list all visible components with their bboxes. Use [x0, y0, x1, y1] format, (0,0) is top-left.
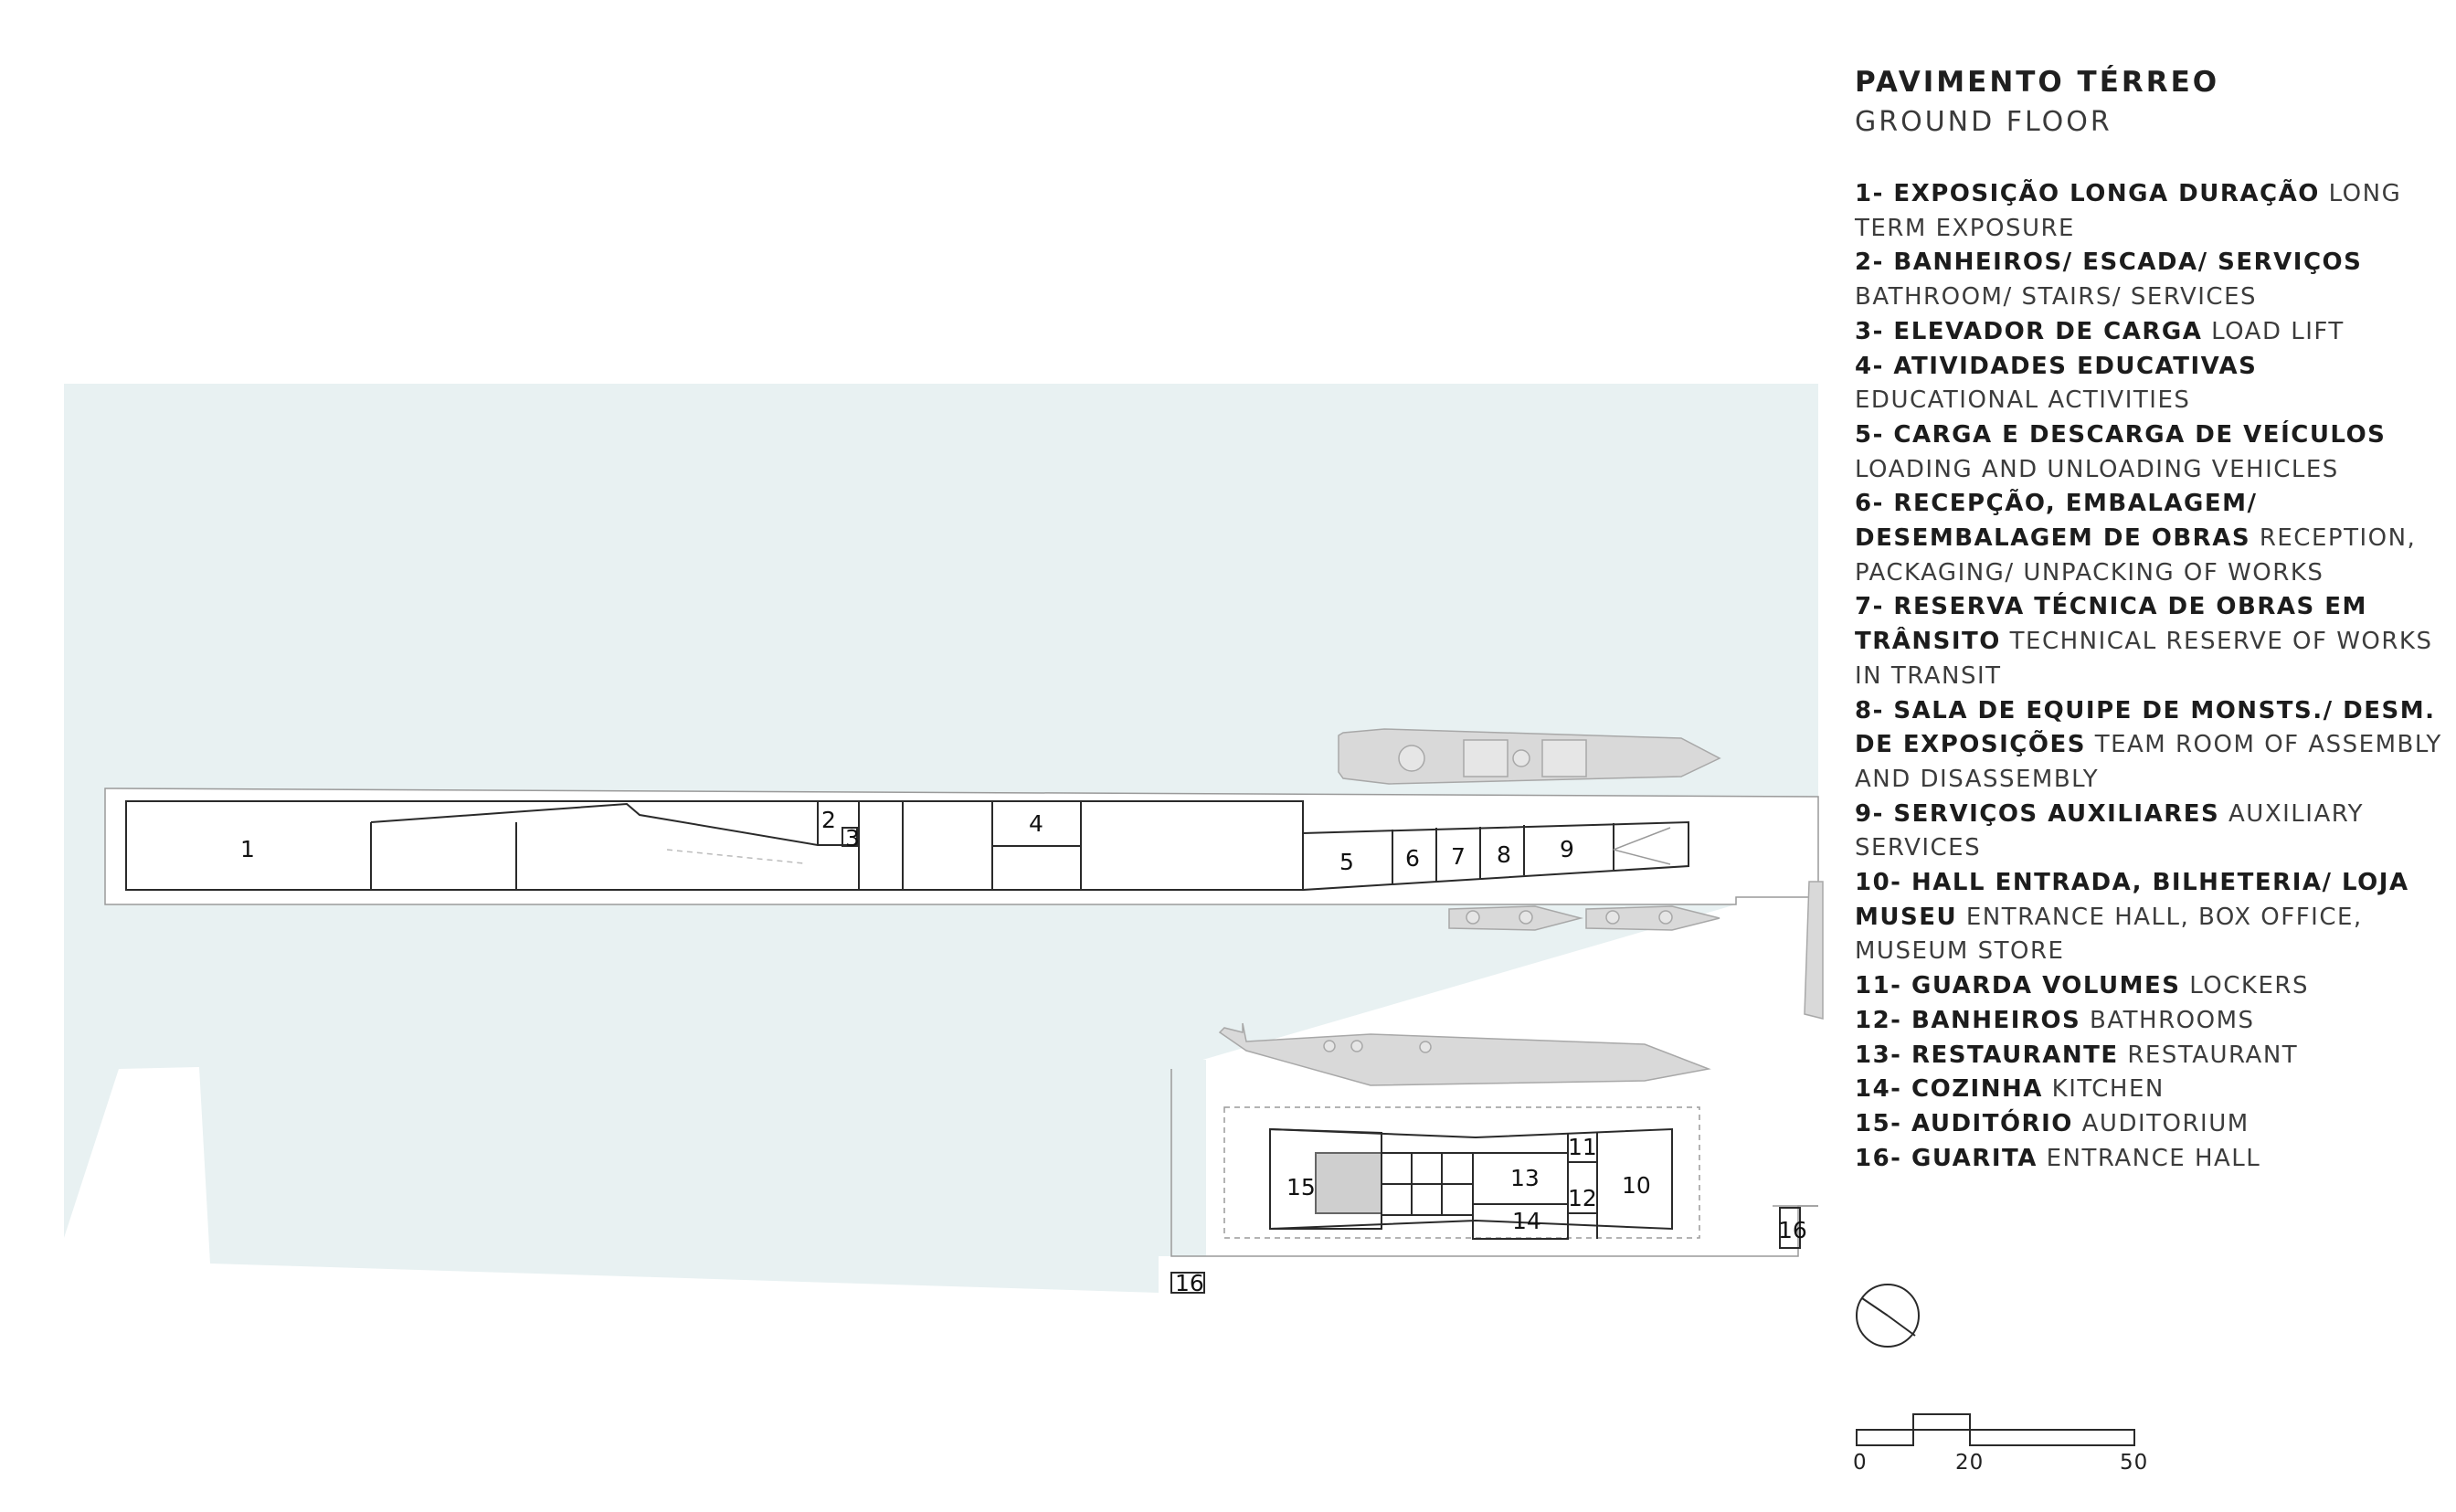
label-16-left: 16	[1175, 1270, 1204, 1296]
legend-item-en: LOAD LIFT	[2211, 317, 2345, 345]
room-labels: 1 2 3 4 5 6 7 8 9 10 11 12 13 14 15 16 1…	[240, 807, 1807, 1296]
legend-item-pt: 3- ELEVADOR DE CARGA	[1855, 317, 2203, 345]
label-12: 12	[1568, 1185, 1597, 1211]
lower-building	[1170, 1127, 1801, 1294]
legend-item-en: RECEPTION, PACKAGING/ UNPACKING OF WORKS	[1855, 524, 2417, 587]
legend-item-en: ENTRANCE HALL	[2046, 1144, 2261, 1172]
legend-item-pt: 9- SERVIÇOS AUXILIARES	[1855, 799, 2220, 828]
legend-item: 11- GUARDA VOLUMES LOCKERS	[1855, 969, 2449, 1004]
ship-large	[1338, 728, 1721, 785]
legend-item-en: LOADING AND UNLOADING VEHICLES	[1855, 455, 2339, 483]
legend-item: 3- ELEVADOR DE CARGA LOAD LIFT	[1855, 315, 2449, 350]
legend-item-pt: 1- EXPOSIÇÃO LONGA DURAÇÃO	[1855, 180, 2320, 207]
legend-item: 2- BANHEIROS/ ESCADA/ SERVIÇOS BATHROOM/…	[1855, 246, 2449, 314]
legend-item: 15- AUDITÓRIO AUDITORIUM	[1855, 1107, 2449, 1142]
legend-item-pt: 2- BANHEIROS/ ESCADA/ SERVIÇOS	[1855, 248, 2363, 277]
legend-item-pt: 13- RESTAURANTE	[1855, 1041, 2119, 1069]
label-2: 2	[821, 807, 836, 833]
legend-item-en: TEAM ROOM OF ASSEMBLY AND DISASSEMBLY	[1855, 731, 2442, 793]
legend-item: 8- SALA DE EQUIPE DE MONSTS./ DESM. DE E…	[1855, 694, 2449, 798]
legend-item-pt: 15- AUDITÓRIO	[1855, 1109, 2073, 1137]
label-1: 1	[240, 836, 255, 862]
legend-item: 16- GUARITA ENTRANCE HALL	[1855, 1142, 2449, 1177]
label-11: 11	[1568, 1134, 1597, 1160]
label-14: 14	[1512, 1208, 1541, 1234]
label-6: 6	[1405, 845, 1420, 872]
label-7: 7	[1451, 843, 1466, 870]
label-15: 15	[1286, 1174, 1316, 1200]
legend-item-en: BATHROOM/ STAIRS/ SERVICES	[1855, 283, 2258, 312]
main-building	[125, 800, 1689, 892]
legend-item-en: LOCKERS	[2189, 972, 2309, 1000]
legend-item-pt: 8- SALA DE EQUIPE DE MONSTS./ DESM. DE E…	[1855, 696, 2436, 759]
small-boat-1	[1448, 905, 1583, 931]
legend-item: 5- CARGA E DESCARGA DE VEÍCULOS LOADING …	[1855, 418, 2449, 487]
legend-item-pt: 10- HALL ENTRADA, BILHETERIA/ LOJA MUSEU	[1855, 869, 2409, 931]
scale-label-0: 0	[1853, 1451, 1868, 1475]
scale-label-20: 20	[1955, 1451, 1985, 1475]
legend-item: 13- RESTAURANTE RESTAURANT	[1855, 1039, 2449, 1073]
legend-item-en: LONG TERM EXPOSURE	[1855, 180, 2402, 242]
label-10: 10	[1622, 1172, 1651, 1199]
legend-item-pt: 14- COZINHA	[1855, 1075, 2043, 1104]
small-boat-2	[1585, 905, 1720, 931]
legend-item-pt: 16- GUARITA	[1855, 1144, 2038, 1172]
legend-item-en: KITCHEN	[2051, 1075, 2165, 1104]
legend-item: 10- HALL ENTRADA, BILHETERIA/ LOJA MUSEU…	[1855, 866, 2449, 969]
legend-item: 1- EXPOSIÇÃO LONGA DURAÇÃO LONG TERM EXP…	[1855, 177, 2449, 246]
scale-bar	[1856, 1413, 2135, 1446]
legend-item-pt: 6- RECEPÇÃO, EMBALAGEM/ DESEMBALAGEM DE …	[1855, 490, 2258, 553]
pier-outline	[104, 788, 1819, 905]
plan-subtitle: GROUND FLOOR	[1855, 106, 2112, 138]
label-9: 9	[1560, 836, 1574, 862]
legend-item-pt: 12- BANHEIROS	[1855, 1006, 2081, 1034]
legend-panel: PAVIMENTO TÉRREO GROUND FLOOR 1- EXPOSIÇ…	[1855, 62, 2449, 1176]
legend-list: 1- EXPOSIÇÃO LONGA DURAÇÃO LONG TERM EXP…	[1855, 177, 2449, 1176]
legend-item-en: AUDITORIUM	[2081, 1109, 2250, 1137]
legend-item-pt: 11- GUARDA VOLUMES	[1855, 972, 2181, 1000]
lower-quay	[1170, 881, 1824, 1257]
legend-item-en: RESTAURANT	[2127, 1041, 2299, 1069]
legend-item: 12- BANHEIROS BATHROOMS	[1855, 1004, 2449, 1039]
legend-item-pt: 4- ATIVIDADES EDUCATIVAS	[1855, 352, 2258, 380]
label-5: 5	[1339, 849, 1354, 875]
legend-item: 4- ATIVIDADES EDUCATIVAS EDUCATIONAL ACT…	[1855, 350, 2449, 418]
north-arrow	[1856, 1284, 1920, 1348]
label-3: 3	[845, 825, 860, 851]
legend-item-en: TECHNICAL RESERVE OF WORKS IN TRANSIT	[1855, 628, 2433, 690]
legend-item: 14- COZINHA KITCHEN	[1855, 1073, 2449, 1107]
legend-item: 7- RESERVA TÉCNICA DE OBRAS EM TRÂNSITO …	[1855, 590, 2449, 693]
label-8: 8	[1497, 841, 1511, 868]
plan-title: PAVIMENTO TÉRREO	[1855, 66, 2220, 99]
legend-item-pt: 5- CARGA E DESCARGA DE VEÍCULOS	[1855, 420, 2387, 449]
legend-item: 9- SERVIÇOS AUXILIARES AUXILIARY SERVICE…	[1855, 798, 2449, 866]
label-13: 13	[1510, 1165, 1540, 1191]
legend-item-pt: 7- RESERVA TÉCNICA DE OBRAS EM TRÂNSITO	[1855, 593, 2367, 656]
legend-item-en: AUXILIARY SERVICES	[1855, 799, 2365, 862]
legend-item-en: BATHROOMS	[2090, 1006, 2255, 1034]
label-16-right: 16	[1778, 1217, 1807, 1243]
submarine	[1218, 1022, 1711, 1086]
legend-item-en: ENTRANCE HALL, BOX OFFICE, MUSEUM STORE	[1855, 903, 2363, 966]
label-4: 4	[1029, 810, 1043, 837]
scale-label-50: 50	[2120, 1451, 2149, 1475]
legend-item: 6- RECEPÇÃO, EMBALAGEM/ DESEMBALAGEM DE …	[1855, 487, 2449, 590]
legend-item-en: EDUCATIONAL ACTIVITIES	[1855, 386, 2191, 415]
